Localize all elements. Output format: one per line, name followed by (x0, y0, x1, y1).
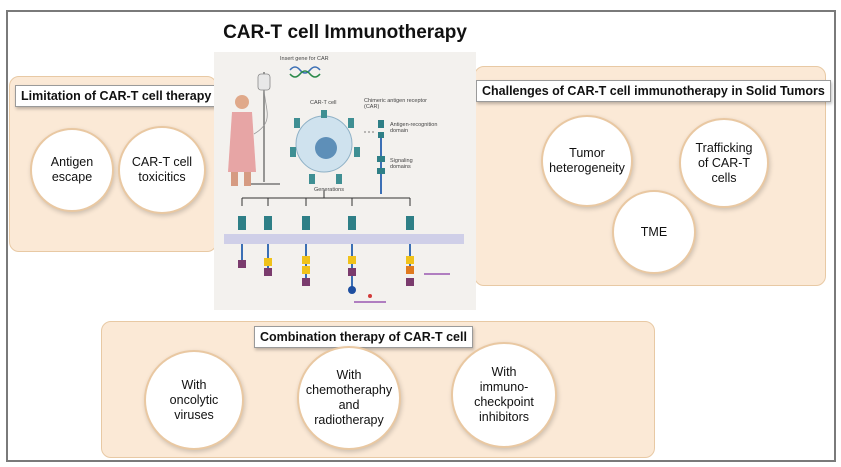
main-title: CAR-T cell Immunotherapy (223, 22, 467, 43)
cart-toxicity-bubble: CAR-T cell toxicitics (118, 126, 206, 214)
antigen-escape-bubble: Antigen escape (30, 128, 114, 212)
combination-title: Combination therapy of CAR-T cell (254, 326, 473, 348)
chimeric-receptor-label: Chimeric antigen receptor (CAR) (364, 98, 427, 110)
signaling-domains-label: Signaling domains (390, 158, 413, 170)
oncolytic-viruses-bubble: With oncolytic viruses (144, 350, 244, 450)
tumor-heterogeneity-bubble: Tumor heterogeneity (541, 115, 633, 207)
antigen-domain-label: Antigen-recognition domain (390, 122, 438, 134)
generations-label: Generations (314, 187, 344, 193)
car-t-illustration: Insert gene for CAR CAR-T cell Chimeric … (214, 52, 476, 310)
insert-gene-label: Insert gene for CAR (280, 56, 329, 62)
challenges-panel (474, 66, 826, 286)
tme-bubble: TME (612, 190, 696, 274)
car-t-cell-label: CAR-T cell (310, 100, 337, 106)
chemo-radio-bubble: With chemotheraphy and radiotherapy (297, 346, 401, 450)
limitation-title: Limitation of CAR-T cell therapy (15, 85, 218, 107)
car-t-diagram-svg (224, 66, 464, 303)
challenges-title: Challenges of CAR-T cell immunotherapy i… (476, 80, 831, 102)
trafficking-bubble: Trafficking of CAR-T cells (679, 118, 769, 208)
checkpoint-inhibitors-bubble: With immuno-checkpoint inhibitors (451, 342, 557, 448)
